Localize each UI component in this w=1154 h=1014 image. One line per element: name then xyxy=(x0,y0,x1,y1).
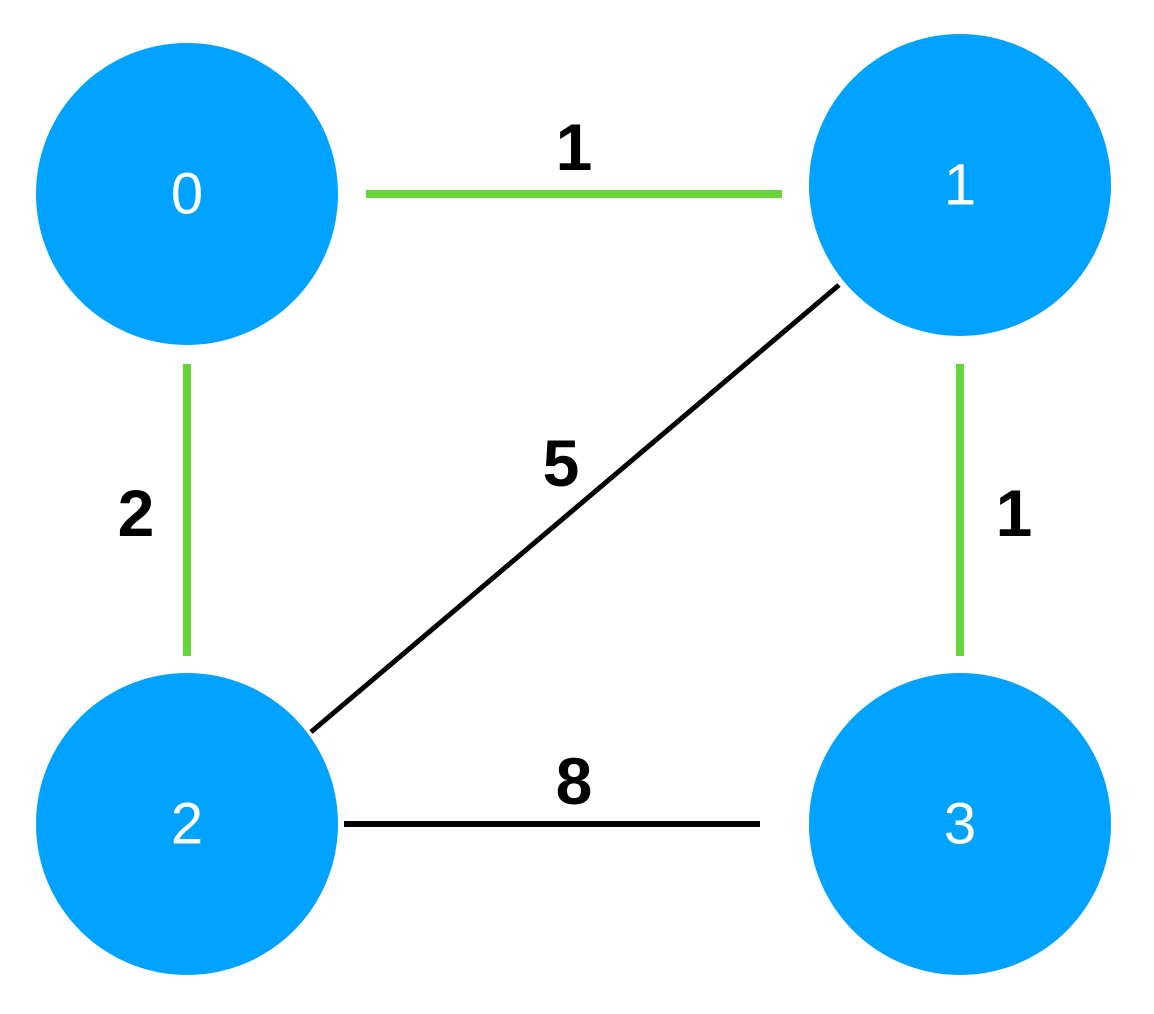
node-0-label: 0 xyxy=(171,162,203,227)
edges-layer: 1 2 1 5 8 xyxy=(118,110,1033,827)
nodes-layer: 0 1 2 3 xyxy=(36,34,1111,975)
node-0-circle xyxy=(36,43,338,345)
edge-0-1-weight: 1 xyxy=(556,110,593,184)
node-3-circle xyxy=(809,673,1111,975)
node-0: 0 xyxy=(36,43,338,345)
edge-1-2-weight: 5 xyxy=(543,426,580,500)
edge-2-3-weight: 8 xyxy=(556,744,593,818)
edge-1-3-weight: 1 xyxy=(996,476,1033,550)
node-1-label: 1 xyxy=(944,153,976,218)
node-1: 1 xyxy=(809,34,1111,336)
node-3: 3 xyxy=(809,673,1111,975)
node-2: 2 xyxy=(36,673,338,975)
node-2-circle xyxy=(36,673,338,975)
edge-0-2-weight: 2 xyxy=(118,476,155,550)
edge-1-2 xyxy=(309,283,841,734)
node-1-circle xyxy=(809,34,1111,336)
node-3-label: 3 xyxy=(944,792,976,857)
node-2-label: 2 xyxy=(171,792,203,857)
